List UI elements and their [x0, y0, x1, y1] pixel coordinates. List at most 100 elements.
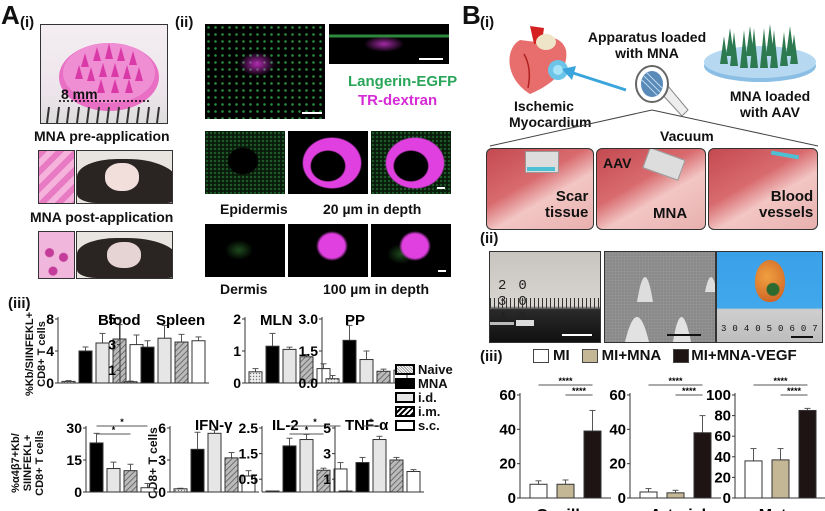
post-application-mouse-photo	[76, 231, 173, 279]
svg-text:60: 60	[609, 387, 626, 404]
dermis-label: Dermis	[220, 281, 268, 297]
svg-text:20: 20	[609, 456, 626, 473]
legend-swatch-naive	[395, 363, 415, 375]
vacuum-apparatus-icon	[635, 65, 689, 117]
panel-a-legend: Naive MNA i.d. i.m. s.c.	[395, 362, 453, 433]
epidermis-magenta-channel	[288, 131, 368, 194]
scale-bar	[562, 334, 592, 336]
scale-bar	[419, 58, 443, 60]
svg-text:100: 100	[706, 387, 731, 404]
confocal-side-view	[329, 24, 449, 64]
svg-text:0: 0	[618, 490, 626, 507]
epidermis-merged	[371, 131, 451, 194]
dermis-green-channel	[205, 224, 285, 277]
svg-text:MLN: MLN	[260, 312, 293, 329]
svg-text:2: 2	[233, 311, 241, 327]
legend-swatch-mi-mna-vegf	[673, 348, 690, 363]
legend-item-mna: MNA	[395, 376, 453, 391]
svg-text:4: 4	[46, 343, 54, 359]
svg-text:1: 1	[323, 471, 331, 487]
svg-text:IFN-γ: IFN-γ	[195, 417, 233, 434]
pre-application-label: MNA pre-application	[34, 128, 170, 144]
svg-text:IL-2: IL-2	[272, 417, 299, 434]
legend-swatch-sc	[395, 419, 415, 431]
zoom-lines	[489, 109, 819, 147]
svg-text:Mature: Mature	[759, 507, 812, 511]
svg-text:*: *	[120, 417, 124, 427]
svg-text:0: 0	[158, 484, 166, 500]
panel-b-i-label: (i)	[480, 14, 495, 31]
aav-label: AAV	[603, 155, 632, 171]
dermis-magenta-channel	[288, 224, 368, 277]
svg-text:3: 3	[323, 446, 331, 462]
legend-item-mi-mna: MI+MNA	[581, 347, 661, 364]
legend-swatch-id	[395, 391, 415, 403]
illustration-aav-mna: AAV MNA	[596, 148, 706, 230]
mna-patch-photo: 8 mm	[40, 24, 168, 124]
panel-a-label: A	[1, 0, 20, 30]
svg-text:Arterial: Arterial	[650, 507, 706, 511]
legend-item-sc: s.c.	[395, 418, 453, 433]
scale-bar	[438, 270, 446, 272]
depth-20um-label: 20 µm in depth	[323, 201, 422, 217]
panel-b-legend: MI MI+MNA MI+MNA-VEGF	[533, 347, 797, 364]
svg-text:60: 60	[499, 387, 516, 404]
svg-text:80: 80	[714, 408, 731, 425]
heart-illustration	[509, 26, 568, 94]
panel-b-ii-label: (ii)	[480, 230, 499, 247]
scale-bar	[437, 187, 445, 189]
svg-text:****: ****	[682, 386, 697, 396]
legend-swatch-mi-mna	[581, 348, 598, 363]
svg-text:0.5: 0.5	[239, 471, 259, 487]
legend-swatch-im	[395, 405, 415, 417]
panel-a-i-label: (i)	[20, 14, 35, 31]
vacuum-label: Vacuum	[660, 128, 714, 144]
svg-text:PP: PP	[345, 312, 365, 329]
svg-text:20: 20	[714, 469, 731, 486]
pre-application-mouse-photo	[76, 150, 173, 204]
panel-b-iii-label: (iii)	[480, 348, 503, 365]
sem-microneedle-photo	[604, 251, 716, 343]
panel-a-iii-label: (iii)	[8, 295, 31, 312]
scale-bar	[791, 336, 813, 338]
legend-swatch-mna	[395, 377, 415, 389]
svg-text:40: 40	[499, 421, 516, 438]
legend-item-id: i.d.	[395, 390, 453, 405]
svg-text:20: 20	[499, 456, 516, 473]
legend-item-naive: Naive	[395, 362, 453, 377]
panel-a-ii-label: (ii)	[175, 14, 194, 31]
svg-text:60: 60	[714, 428, 731, 445]
ruler2-numbers: 3040506070	[721, 324, 823, 334]
microneedle-sem-icon	[625, 277, 715, 342]
svg-text:****: ****	[773, 376, 788, 386]
svg-text:1: 1	[108, 362, 116, 378]
scale-bar	[667, 334, 701, 336]
post-application-histology	[38, 231, 75, 279]
svg-text:Spleen: Spleen	[156, 312, 205, 329]
svg-text:Blood: Blood	[98, 312, 141, 329]
mna-aav-illustration	[704, 24, 816, 82]
post-application-label: MNA post-application	[30, 209, 174, 225]
svg-text:****: ****	[668, 376, 683, 386]
svg-text:3: 3	[108, 337, 116, 353]
epidermis-label: Epidermis	[220, 201, 288, 217]
legend-tr-dextran: TR-dextran	[358, 92, 438, 109]
confocal-3d-image	[205, 24, 325, 119]
legend-langerin-egfp: Langerin-EGFP	[348, 73, 458, 90]
svg-text:0: 0	[723, 490, 731, 507]
mna-label: MNA	[653, 205, 688, 222]
svg-text:1.5: 1.5	[239, 446, 259, 462]
svg-text:****: ****	[572, 386, 587, 396]
legend-item-mi-mna-vegf: MI+MNA-VEGF	[673, 347, 797, 364]
